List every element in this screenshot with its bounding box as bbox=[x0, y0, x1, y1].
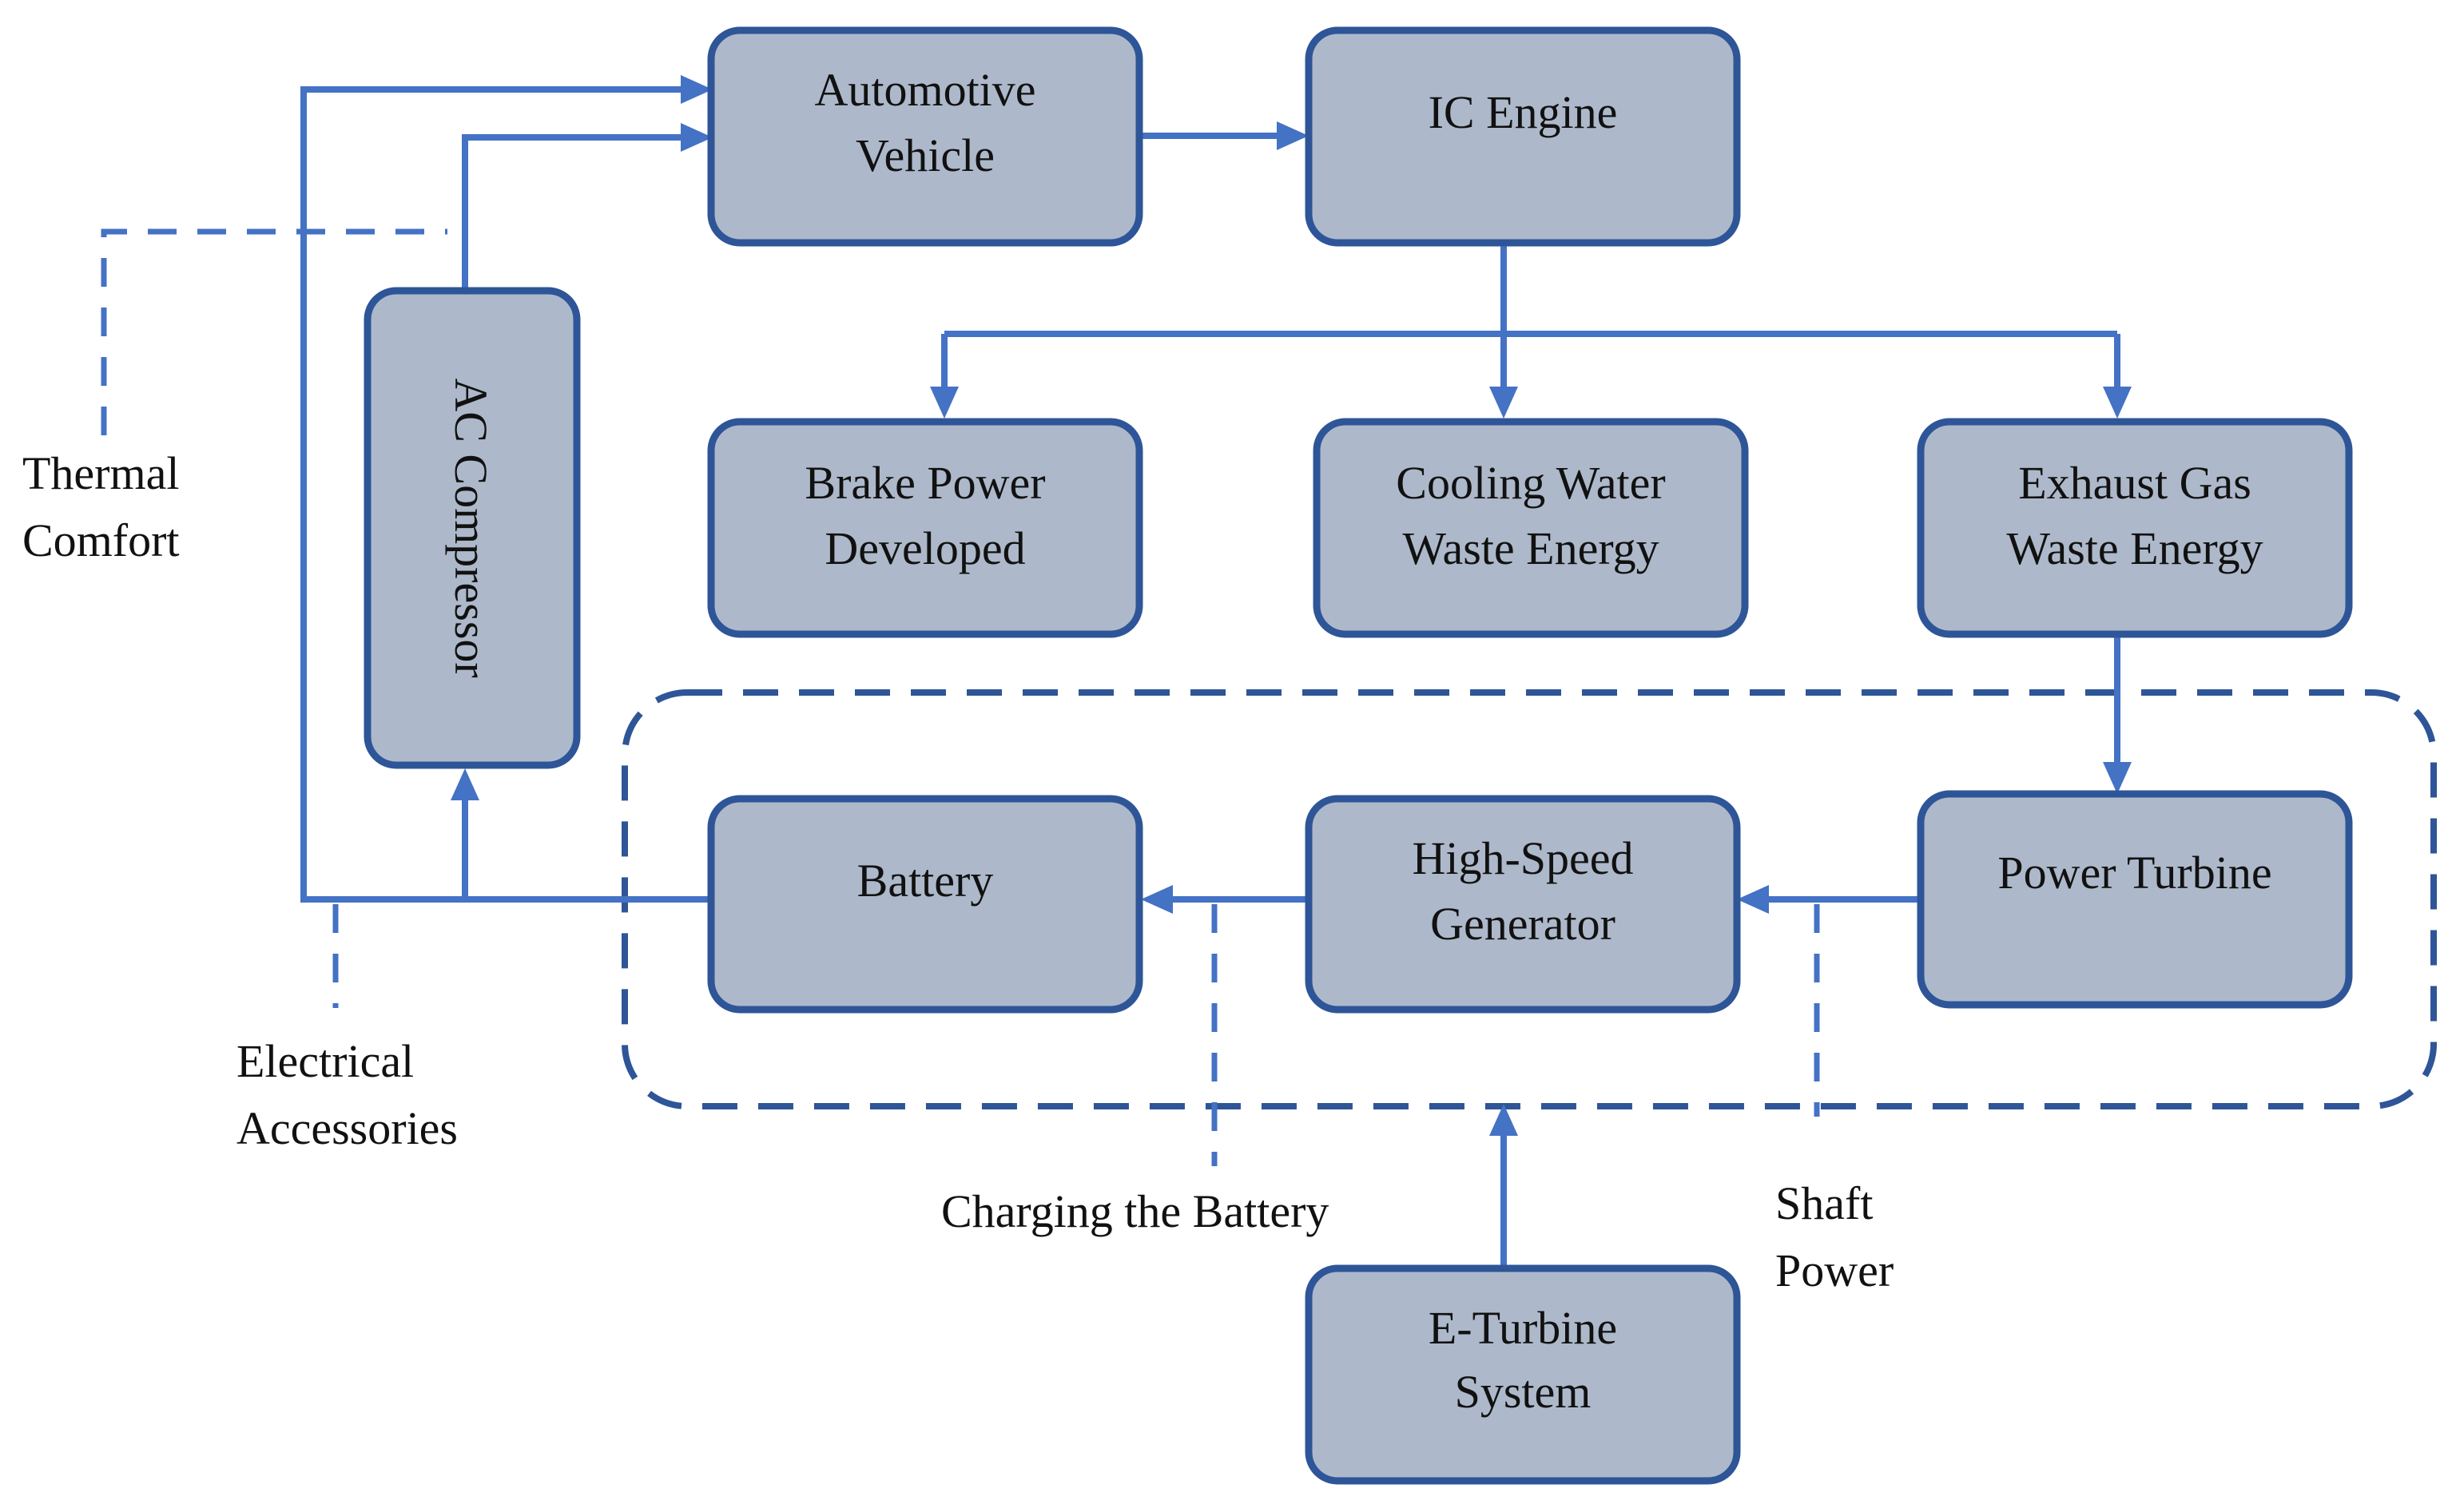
charging-battery-label: Charging the Battery bbox=[941, 1185, 1329, 1237]
arrowhead-into-brake-power bbox=[930, 387, 959, 419]
arrowhead-into-cooling-water bbox=[1489, 387, 1518, 419]
arrowhead-into-exhaust-gas bbox=[2103, 387, 2132, 419]
automotive-vehicle-box: Automotive Vehicle bbox=[707, 26, 1143, 247]
electrical-accessories-label-line-2: Accessories bbox=[236, 1102, 458, 1154]
arrowhead-into-generator bbox=[1737, 885, 1769, 914]
power-turbine-box: Power Turbine bbox=[1917, 790, 2353, 1009]
shaft-power-label-line-2: Power bbox=[1775, 1244, 1894, 1296]
arrowhead-into-battery bbox=[1141, 885, 1173, 914]
automotive-vehicle-label-line-2: Vehicle bbox=[856, 129, 995, 181]
generator-label-line-2: Generator bbox=[1430, 898, 1615, 950]
arrowhead-into-subsystem bbox=[1489, 1104, 1518, 1136]
cooling-water-label-line-2: Waste Energy bbox=[1402, 522, 1659, 574]
e-turbine-system-box: E-Turbine System bbox=[1305, 1264, 1741, 1485]
brake-power-label-line-2: Developed bbox=[825, 522, 1025, 574]
brake-power-box: Brake Power Developed bbox=[707, 418, 1143, 638]
battery-box: Battery bbox=[707, 795, 1143, 1014]
cooling-water-label-line-1: Cooling Water bbox=[1396, 457, 1665, 509]
high-speed-generator-box: High-Speed Generator bbox=[1305, 795, 1741, 1014]
leader-thermal-comfort bbox=[101, 228, 447, 435]
battery-label: Battery bbox=[857, 855, 994, 907]
arrowhead-ac-to-vehicle bbox=[681, 123, 713, 152]
brake-power-label-line-1: Brake Power bbox=[805, 457, 1045, 509]
arrowhead-into-power-turbine bbox=[2103, 762, 2132, 794]
flow-ac-compressor-to-vehicle bbox=[462, 134, 683, 291]
e-turbine-label-line-2: System bbox=[1455, 1366, 1592, 1418]
flow-battery-to-bus bbox=[300, 86, 711, 903]
shaft-power-label-line-1: Shaft bbox=[1775, 1177, 1873, 1229]
arrowhead-into-ic-engine bbox=[1277, 121, 1309, 150]
e-turbine-label-line-1: E-Turbine bbox=[1429, 1302, 1617, 1354]
arrowhead-bus-to-vehicle bbox=[681, 75, 713, 104]
ac-compressor-box: AC Compressor bbox=[364, 287, 581, 769]
electrical-accessories-label-line-1: Electrical bbox=[236, 1035, 414, 1087]
ic-engine-label: IC Engine bbox=[1429, 86, 1618, 138]
power-turbine-label: Power Turbine bbox=[1997, 847, 2271, 899]
exhaust-gas-box: Exhaust Gas Waste Energy bbox=[1917, 418, 2353, 638]
ac-compressor-label: AC Compressor bbox=[445, 378, 497, 677]
ic-engine-box: IC Engine bbox=[1305, 26, 1741, 247]
automotive-vehicle-label-line-1: Automotive bbox=[814, 64, 1035, 116]
exhaust-gas-label-line-1: Exhaust Gas bbox=[2018, 457, 2251, 509]
cooling-water-box: Cooling Water Waste Energy bbox=[1313, 418, 1749, 638]
arrowhead-into-ac-compressor bbox=[451, 768, 479, 800]
thermal-comfort-label-line-1: Thermal bbox=[22, 447, 179, 499]
thermal-comfort-label-line-2: Comfort bbox=[22, 514, 180, 566]
exhaust-gas-label-line-2: Waste Energy bbox=[2006, 522, 2263, 574]
generator-label-line-1: High-Speed bbox=[1412, 832, 1633, 884]
